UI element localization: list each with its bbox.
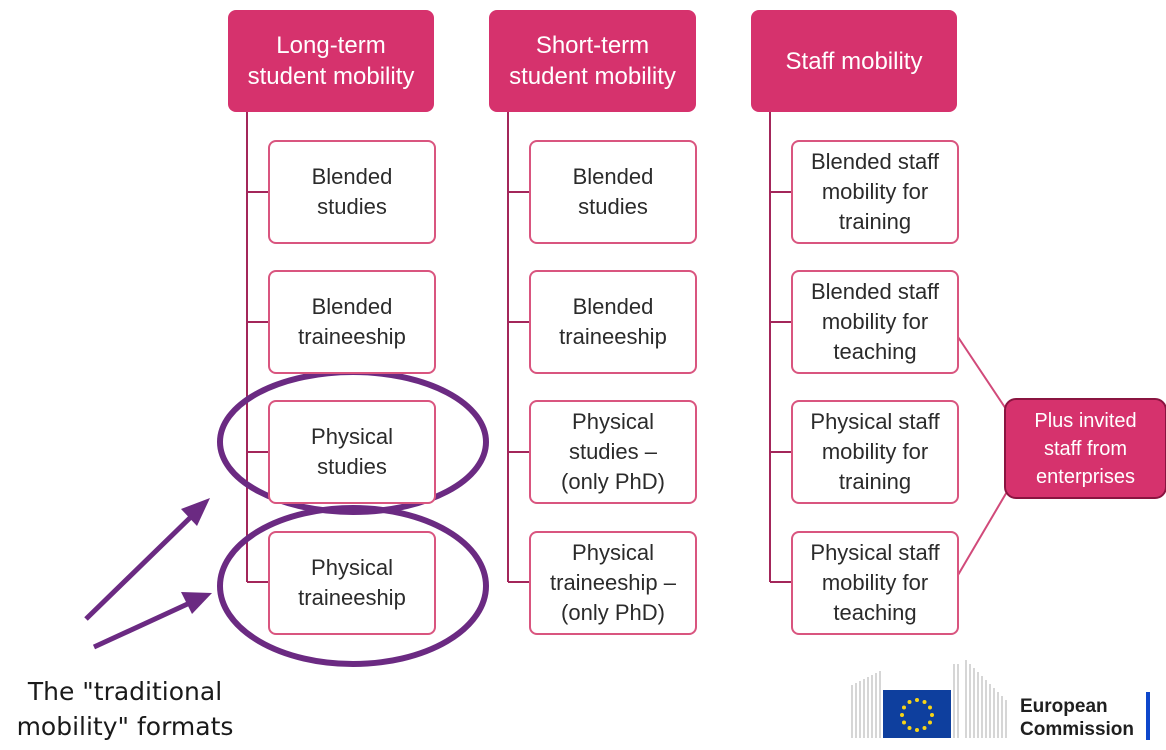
box-line: traineeship (298, 585, 406, 610)
box-physical-staff-teaching: Physical staff mobility for teaching (791, 531, 959, 635)
logo-blue-bar (1146, 692, 1150, 740)
box-line: Physical (572, 409, 654, 434)
box-blended-traineeship: Blended traineeship (268, 270, 436, 374)
box-line: training (838, 469, 912, 494)
box-line: Blended staff (810, 149, 940, 174)
header-short-term-student-mobility: Short-term student mobility (489, 10, 696, 112)
column-2-connectors (507, 112, 529, 583)
box-physical-studies-phd: Physical studies – (only PhD) (529, 400, 697, 504)
box-line: mobility for (821, 570, 929, 595)
header-staff-mobility: Staff mobility (751, 10, 957, 112)
box-line: studies (317, 454, 387, 479)
box-line: traineeship (559, 324, 667, 349)
column-1-connectors (246, 112, 268, 583)
box-line: Blended (572, 164, 654, 189)
plus-line: enterprises (1036, 465, 1135, 488)
box-blended-staff-teaching: Blended staff mobility for teaching (791, 270, 959, 374)
box-line: Physical (311, 424, 393, 449)
plus-line: staff from (1044, 437, 1127, 460)
box-line: mobility for (821, 439, 929, 464)
plus-box-connectors (957, 336, 1009, 576)
box-physical-studies: Physical studies (268, 400, 436, 504)
box-line: Blended staff (810, 279, 940, 304)
box-line: mobility for (821, 309, 929, 334)
box-line: studies (317, 194, 387, 219)
box-line: teaching (833, 339, 917, 364)
plus-line: Plus invited (1034, 409, 1137, 432)
box-line: Blended (572, 294, 654, 319)
box-line: Physical (311, 555, 393, 580)
box-physical-traineeship-phd: Physical traineeship – (only PhD) (529, 531, 697, 635)
european-commission-logo: European Commission (1020, 695, 1134, 741)
commission-building-graphic (851, 660, 1007, 738)
arrow-to-physical-traineeship (92, 592, 212, 650)
box-line: Physical staff (810, 540, 940, 565)
box-line: Blended (311, 294, 393, 319)
highlight-ellipse-physical-traineeship (217, 505, 489, 667)
box-physical-traineeship: Physical traineeship (268, 531, 436, 635)
eu-flag-icon (883, 690, 951, 738)
plus-invited-staff-box: Plus invited staff from enterprises (1004, 398, 1166, 499)
box-line: studies (578, 194, 648, 219)
box-line: mobility for (821, 179, 929, 204)
header-line: Long-term (276, 32, 386, 59)
header-line: Short-term (535, 32, 650, 59)
box-line: (only PhD) (561, 469, 665, 494)
box-line: Physical staff (810, 409, 940, 434)
logo-line-2: Commission (1020, 719, 1135, 740)
box-line: Blended (311, 164, 393, 189)
box-blended-studies: Blended studies (268, 140, 436, 244)
traditional-mobility-caption: The "traditional mobility" formats (0, 674, 250, 744)
caption-line: The "traditional (27, 677, 223, 706)
caption-line: mobility" formats (16, 712, 234, 741)
box-line: training (838, 209, 912, 234)
box-blended-staff-training: Blended staff mobility for training (791, 140, 959, 244)
box-line: traineeship (298, 324, 406, 349)
header-line: student mobility (247, 63, 415, 90)
box-line: studies – (568, 439, 658, 464)
logo-line-1: European (1020, 696, 1108, 717)
header-line: Staff mobility (785, 47, 923, 75)
box-line: (only PhD) (561, 600, 665, 625)
box-line: traineeship – (550, 570, 676, 595)
box-line: teaching (833, 600, 917, 625)
box-line: Physical (572, 540, 654, 565)
header-line: student mobility (509, 63, 676, 90)
box-blended-studies-short: Blended studies (529, 140, 697, 244)
box-physical-staff-training: Physical staff mobility for training (791, 400, 959, 504)
arrow-to-physical-studies (84, 498, 210, 621)
box-blended-traineeship-short: Blended traineeship (529, 270, 697, 374)
column-3-connectors (769, 112, 791, 583)
header-long-term-student-mobility: Long-term student mobility (228, 10, 434, 112)
